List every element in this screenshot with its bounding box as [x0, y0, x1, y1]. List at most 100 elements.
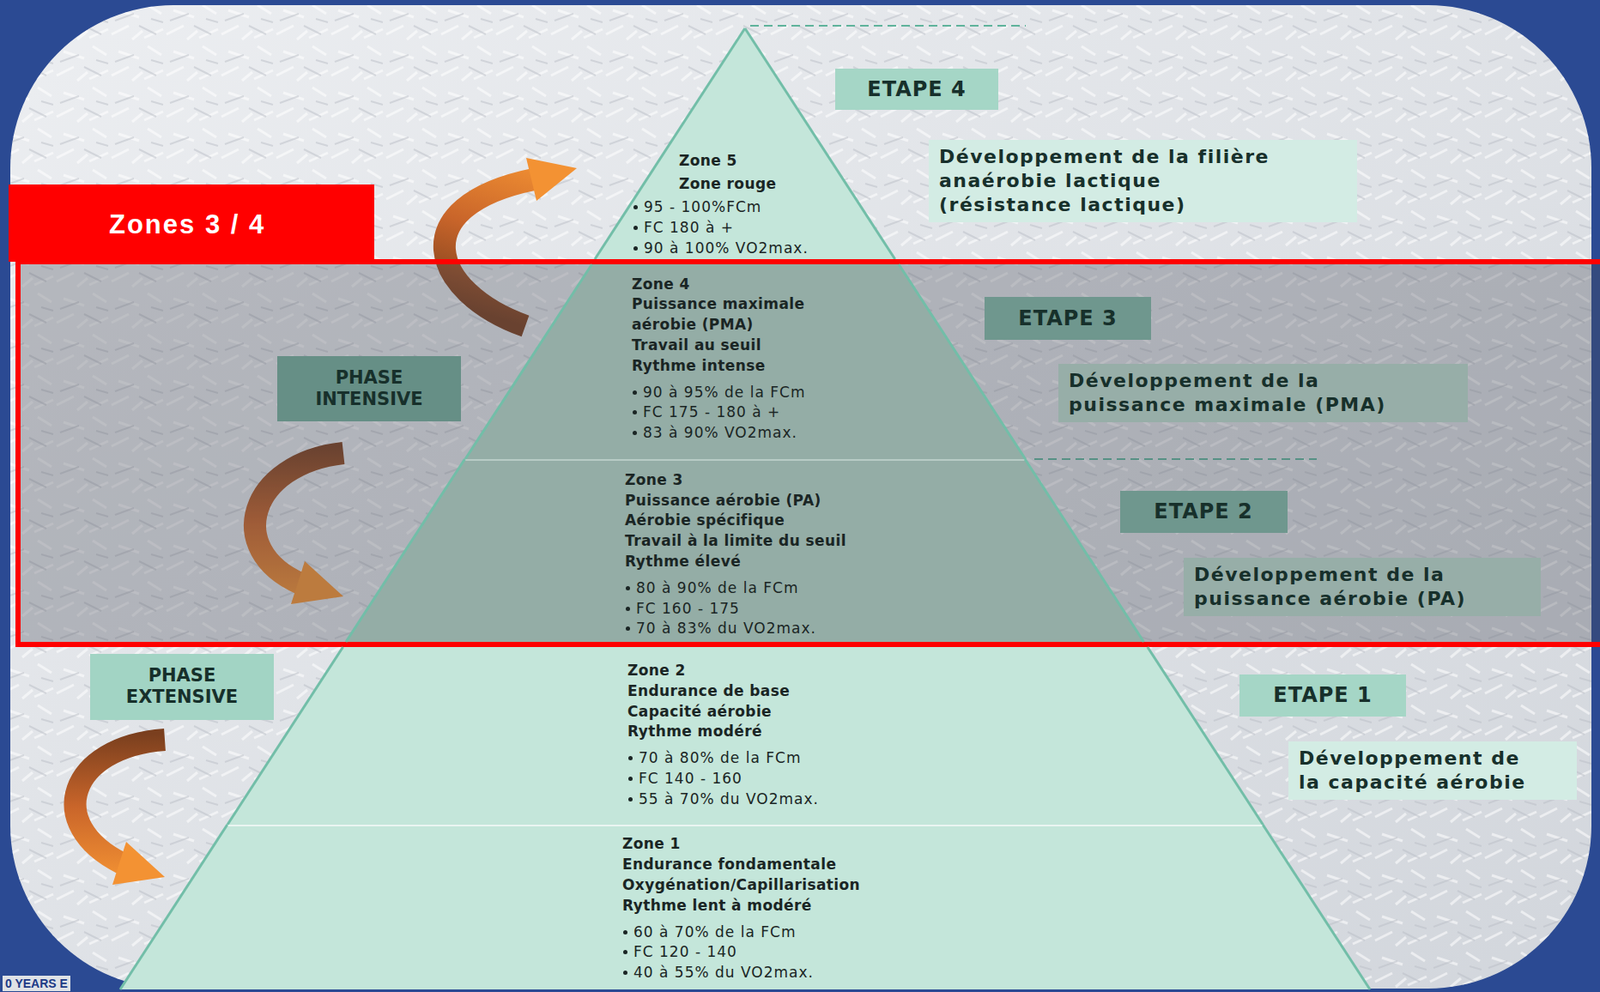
zone-title-line: Travail au seuil: [631, 334, 762, 356]
phase-box: PHASE INTENSIVE: [277, 356, 461, 422]
zone-bullet: FC 160 - 175: [636, 598, 740, 619]
band-fill: [120, 824, 1370, 990]
description-box: Développement de la capacité aérobie: [1288, 741, 1577, 800]
zone-bullet: FC 180 à +: [643, 217, 734, 238]
zone-title-line: Endurance de base: [627, 680, 790, 702]
zone-title-line: Rythme intense: [631, 355, 766, 376]
zone-title: Rythme élevé: [624, 551, 741, 572]
step-label: ETAPE 2: [1153, 498, 1254, 525]
band-fill: [594, 28, 896, 260]
zone-title: Rythme lent à modéré: [622, 895, 813, 916]
zone-title: Zone 5: [678, 150, 738, 171]
zone-bullet-line: 80 à 90% de la FCm: [624, 577, 799, 599]
zone-title-line: Rythme lent à modéré: [622, 895, 813, 916]
step-label-box: ETAPE 1: [1239, 674, 1407, 717]
step-label-box: ETAPE 4: [835, 68, 999, 110]
description-box: Développement de la puissance maximale (…: [1058, 363, 1468, 423]
zone-title: Zone rouge: [678, 173, 776, 194]
zone-band: Zone 5Zone rouge95 - 100%FCmFC 180 à +90…: [594, 28, 896, 260]
zone-bullet: FC 120 - 140: [633, 941, 738, 963]
dashed-guide: [750, 24, 1026, 27]
highlight-region: Zones 3 / 4Zone 4Puissance maximale aéro…: [15, 259, 1600, 648]
zone-bullet: 80 à 90% de la FCm: [636, 577, 799, 599]
curved-arrow: [75, 739, 165, 864]
zone-title-line: Zone 1: [622, 833, 681, 855]
band-shape: [345, 459, 1145, 643]
phase-box: PHASE EXTENSIVE: [90, 654, 274, 721]
zone-bullet-line: 70 à 83% du VO2max.: [624, 618, 817, 639]
zone-bullet: 60 à 70% de la FCm: [633, 921, 796, 943]
zone-bullet-line: 83 à 90% VO2max.: [631, 422, 798, 443]
zone-title-line: Zone 2: [627, 660, 686, 681]
band-fill: [345, 459, 1145, 643]
zone-band: Zone 4Puissance maximale aérobie (PMA)Tr…: [465, 264, 1026, 460]
zone-band: Zone 3Puissance aérobie (PA)Aérobie spéc…: [345, 459, 1145, 643]
zone-title-line: Rythme élevé: [624, 551, 741, 572]
zone-title: Rythme intense: [631, 355, 766, 376]
pyramid-edge: [594, 28, 746, 260]
zone-title: Zone 4: [631, 273, 691, 295]
pyramid-edge: [898, 264, 1026, 460]
zone-title: Oxygénation/Capillarisation: [622, 874, 861, 896]
zone-bullet: 55 à 70% du VO2max.: [638, 788, 819, 810]
zone-title-line: Zone rouge: [678, 173, 776, 194]
zone-title: Puissance maximale aérobie (PMA): [631, 293, 868, 335]
zone-title: Zone 1: [622, 833, 681, 855]
zone-title-line: Oxygénation/Capillarisation: [622, 874, 861, 896]
band-fill: [227, 647, 1263, 825]
zone-title: Zone 3: [624, 469, 684, 491]
zone-bullet-line: 90 à 100% VO2max.: [632, 237, 809, 259]
zone-bullet-line: FC 175 - 180 à +: [631, 401, 781, 423]
zone-title: Endurance fondamentale: [622, 854, 837, 875]
zone-bullet: 90 à 100% VO2max.: [643, 237, 809, 259]
zone-title-line: Zone 5: [678, 150, 738, 171]
zone-title-line: Travail à la limite du seuil: [624, 530, 847, 552]
zone-bullet-line: FC 180 à +: [632, 217, 734, 238]
description-box: Développement de la puissance aérobie (P…: [1183, 557, 1541, 617]
description-text: Développement de la capacité aérobie: [1298, 746, 1540, 795]
zone-title-line: Puissance aérobie (PA): [624, 490, 822, 511]
zone-title-line: Aérobie spécifique: [624, 509, 785, 531]
phase-label: PHASE INTENSIVE: [295, 367, 443, 411]
zone-bullet-line: 95 - 100%FCm: [632, 196, 762, 218]
phase-label: PHASE EXTENSIVE: [108, 665, 256, 709]
zone-bullet: 70 à 83% du VO2max.: [636, 618, 817, 639]
zone-title: Puissance aérobie (PA): [624, 490, 822, 511]
band-separator: [465, 459, 1026, 461]
arrow-head: [112, 842, 165, 885]
arrow-head: [526, 157, 577, 201]
zone-bullet: 90 à 95% de la FCm: [642, 381, 806, 403]
pyramid-edge: [1024, 459, 1144, 643]
zone-title-line: Puissance maximale aérobie (PMA): [631, 293, 868, 335]
region-tab: Zones 3 / 4: [8, 184, 375, 262]
band-shape: [594, 28, 896, 260]
zone-bullet-line: 40 à 55% du VO2max.: [622, 962, 814, 983]
zone-bullet: FC 140 - 160: [638, 768, 743, 789]
zone-bullet-line: FC 140 - 160: [627, 768, 743, 789]
watermark-text: 0 YEARS E: [2, 975, 71, 992]
step-label: ETAPE 3: [1018, 305, 1118, 332]
step-label: ETAPE 1: [1272, 682, 1373, 709]
zone-bullet: 83 à 90% VO2max.: [642, 422, 798, 443]
zone-title: Capacité aérobie: [627, 701, 772, 722]
zone-bullet-line: 70 à 80% de la FCm: [627, 747, 801, 769]
zone-title-line: Zone 3: [624, 469, 684, 491]
zone-title: Aérobie spécifique: [624, 509, 785, 531]
region-heading: Zones 3 / 4: [8, 184, 375, 240]
pyramid-edge: [745, 28, 896, 260]
zone-title: Travail au seuil: [631, 334, 762, 356]
zone-bullet-line: 55 à 70% du VO2max.: [627, 788, 819, 810]
pyramid-edge: [465, 264, 593, 460]
zone-title-line: Rythme modéré: [627, 721, 763, 742]
zone-title: Zone 2: [627, 660, 686, 681]
description-box: Développement de la filière anaérobie la…: [928, 139, 1358, 223]
zone-band: Zone 2Endurance de baseCapacité aérobieR…: [227, 647, 1263, 825]
description-text: Développement de la filière anaérobie la…: [939, 145, 1276, 218]
description-text: Développement de la puissance aérobie (P…: [1193, 563, 1504, 612]
zone-bullet-line: FC 160 - 175: [624, 598, 740, 619]
zone-title-line: Endurance fondamentale: [622, 854, 837, 875]
pyramid-edge: [227, 647, 344, 825]
band-separator: [227, 824, 1263, 827]
watermark: 0 YEARS E: [2, 975, 71, 992]
